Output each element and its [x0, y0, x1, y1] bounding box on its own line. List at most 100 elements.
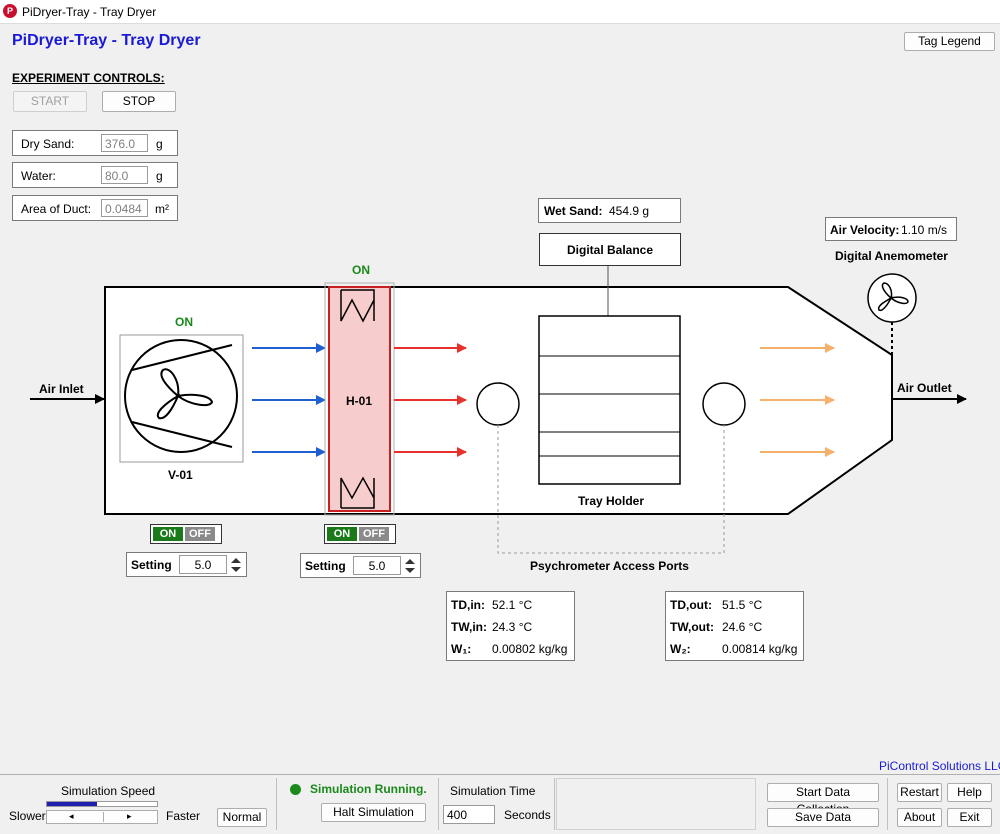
psychrometer-port-inlet-icon: [476, 382, 520, 426]
heater-tag: H-01: [346, 394, 373, 408]
inlet-readings-panel: TD,in: 52.1 °C TW,in: 24.3 °C W₁: 0.0080…: [446, 591, 575, 661]
app-logo-icon: P: [3, 4, 17, 18]
duct-area-input[interactable]: 0.0484: [101, 199, 148, 217]
digital-balance: Digital Balance: [539, 233, 681, 266]
fan-on-button[interactable]: ON: [153, 527, 183, 541]
running-indicator-icon: [290, 784, 301, 795]
about-button[interactable]: About: [897, 808, 942, 827]
process-diagram: [30, 265, 967, 554]
tray-holder-label: Tray Holder: [578, 494, 645, 508]
water-input[interactable]: 80.0: [101, 166, 148, 184]
dry-sand-input[interactable]: 376.0: [101, 134, 148, 152]
restart-button[interactable]: Restart: [897, 783, 942, 802]
status-message-area: [556, 778, 756, 830]
app-title: PiDryer-Tray - Tray Dryer: [12, 32, 201, 49]
duct-area-unit: m²: [155, 202, 169, 216]
slower-label: Slower: [9, 809, 46, 823]
tw-out-value: 24.6 °C: [722, 620, 763, 634]
tag-legend-button[interactable]: Tag Legend: [904, 32, 995, 51]
w1-label: W₁:: [451, 642, 472, 656]
tray-holder: [538, 315, 681, 485]
outlet-readings-panel: TD,out: 51.5 °C TW,out: 24.6 °C W₂: 0.00…: [665, 591, 804, 661]
normal-speed-button[interactable]: Normal: [217, 808, 267, 827]
dry-sand-unit: g: [156, 137, 163, 151]
exit-button[interactable]: Exit: [947, 808, 992, 827]
save-data-button[interactable]: Save Data: [767, 808, 879, 827]
fan-setting-label: Setting: [131, 558, 172, 572]
psychrometer-port-outlet-icon: [702, 382, 746, 426]
status-separator: [438, 778, 439, 830]
duct-area-panel: Area of Duct: 0.0484 m²: [12, 195, 178, 221]
fan-setting-input[interactable]: 5.0: [179, 555, 227, 574]
start-button[interactable]: START: [13, 91, 87, 112]
experiment-controls-heading: EXPERIMENT CONTROLS:: [12, 71, 165, 85]
company-label: PiControl Solutions LLC: [879, 759, 1000, 773]
halt-simulation-button[interactable]: Halt Simulation: [321, 803, 426, 822]
heater-setting-input[interactable]: 5.0: [353, 556, 401, 575]
fan-setting-spinner-icon[interactable]: [229, 556, 243, 574]
digital-anemometer-label: Digital Anemometer: [835, 249, 948, 263]
heater-coil-icon: [340, 476, 375, 509]
window-title: PiDryer-Tray - Tray Dryer: [22, 5, 157, 19]
fan-status: ON: [175, 315, 193, 329]
heater-off-button[interactable]: OFF: [359, 527, 389, 541]
fan-onoff-switch[interactable]: ON OFF: [150, 524, 222, 544]
water-label: Water:: [21, 169, 56, 183]
dry-sand-label: Dry Sand:: [21, 137, 75, 151]
heater-setting-spinner-icon[interactable]: [403, 557, 417, 575]
air-inlet-label: Air Inlet: [39, 382, 84, 396]
start-data-collection-button[interactable]: Start Data Collection: [767, 783, 879, 816]
dry-sand-panel: Dry Sand: 376.0 g: [12, 130, 178, 156]
fan-tag: V-01: [168, 468, 193, 482]
heater-setting-label: Setting: [305, 559, 346, 573]
tw-out-label: TW,out:: [670, 620, 714, 634]
w2-label: W₂:: [670, 642, 691, 656]
sim-time-label: Simulation Time: [450, 784, 536, 798]
fan-setting-panel: Setting 5.0: [126, 552, 247, 577]
tw-in-value: 24.3 °C: [492, 620, 533, 634]
air-velocity-readout: Air Velocity: 1.10 m/s: [825, 217, 957, 241]
water-unit: g: [156, 169, 163, 183]
speed-increase-icon[interactable]: ▸: [127, 811, 132, 821]
anemometer-blades-icon: [877, 282, 909, 312]
stop-button[interactable]: STOP: [102, 91, 176, 112]
heater-body: [328, 286, 391, 512]
psychrometer-link: [497, 425, 725, 554]
air-velocity-label: Air Velocity:: [830, 223, 900, 237]
window-titlebar: P PiDryer-Tray - Tray Dryer: [0, 0, 1000, 24]
status-separator: [276, 778, 277, 830]
air-velocity-value: 1.10 m/s: [901, 223, 948, 237]
help-button[interactable]: Help: [947, 783, 992, 802]
wet-sand-label: Wet Sand:: [544, 204, 603, 218]
air-outlet-label: Air Outlet: [897, 381, 952, 395]
seconds-label: Seconds: [504, 808, 551, 822]
w1-value: 0.00802 kg/kg: [492, 642, 568, 656]
tw-in-label: TW,in:: [451, 620, 487, 634]
speed-bar-fill: [47, 802, 97, 806]
speed-bar-track: [46, 801, 158, 807]
simulation-status: Simulation Running.: [310, 782, 427, 796]
digital-balance-label: Digital Balance: [566, 243, 654, 257]
faster-label: Faster: [166, 809, 201, 823]
status-separator: [887, 778, 888, 830]
duct-area-label: Area of Duct:: [21, 202, 92, 216]
speed-scrollbar[interactable]: ◂ ▸: [46, 810, 158, 824]
heater-coil-icon: [340, 289, 375, 323]
sim-time-input[interactable]: 400: [443, 805, 495, 824]
heater-onoff-switch[interactable]: ON OFF: [324, 524, 396, 544]
fan-off-button[interactable]: OFF: [185, 527, 215, 541]
heater-status: ON: [352, 263, 370, 277]
status-separator: [554, 778, 555, 830]
wet-sand-readout: Wet Sand: 454.9 g: [538, 198, 681, 223]
heater-on-button[interactable]: ON: [327, 527, 357, 541]
wet-sand-value: 454.9 g: [609, 204, 650, 218]
td-out-label: TD,out:: [670, 598, 712, 612]
fan-blades-icon: [156, 368, 214, 420]
speed-decrease-icon[interactable]: ◂: [69, 811, 74, 821]
water-panel: Water: 80.0 g: [12, 162, 178, 188]
heater-setting-panel: Setting 5.0: [300, 553, 421, 578]
w2-value: 0.00814 kg/kg: [722, 642, 798, 656]
td-in-value: 52.1 °C: [492, 598, 533, 612]
psychrometer-label: Psychrometer Access Ports: [530, 559, 689, 573]
td-in-label: TD,in:: [451, 598, 485, 612]
